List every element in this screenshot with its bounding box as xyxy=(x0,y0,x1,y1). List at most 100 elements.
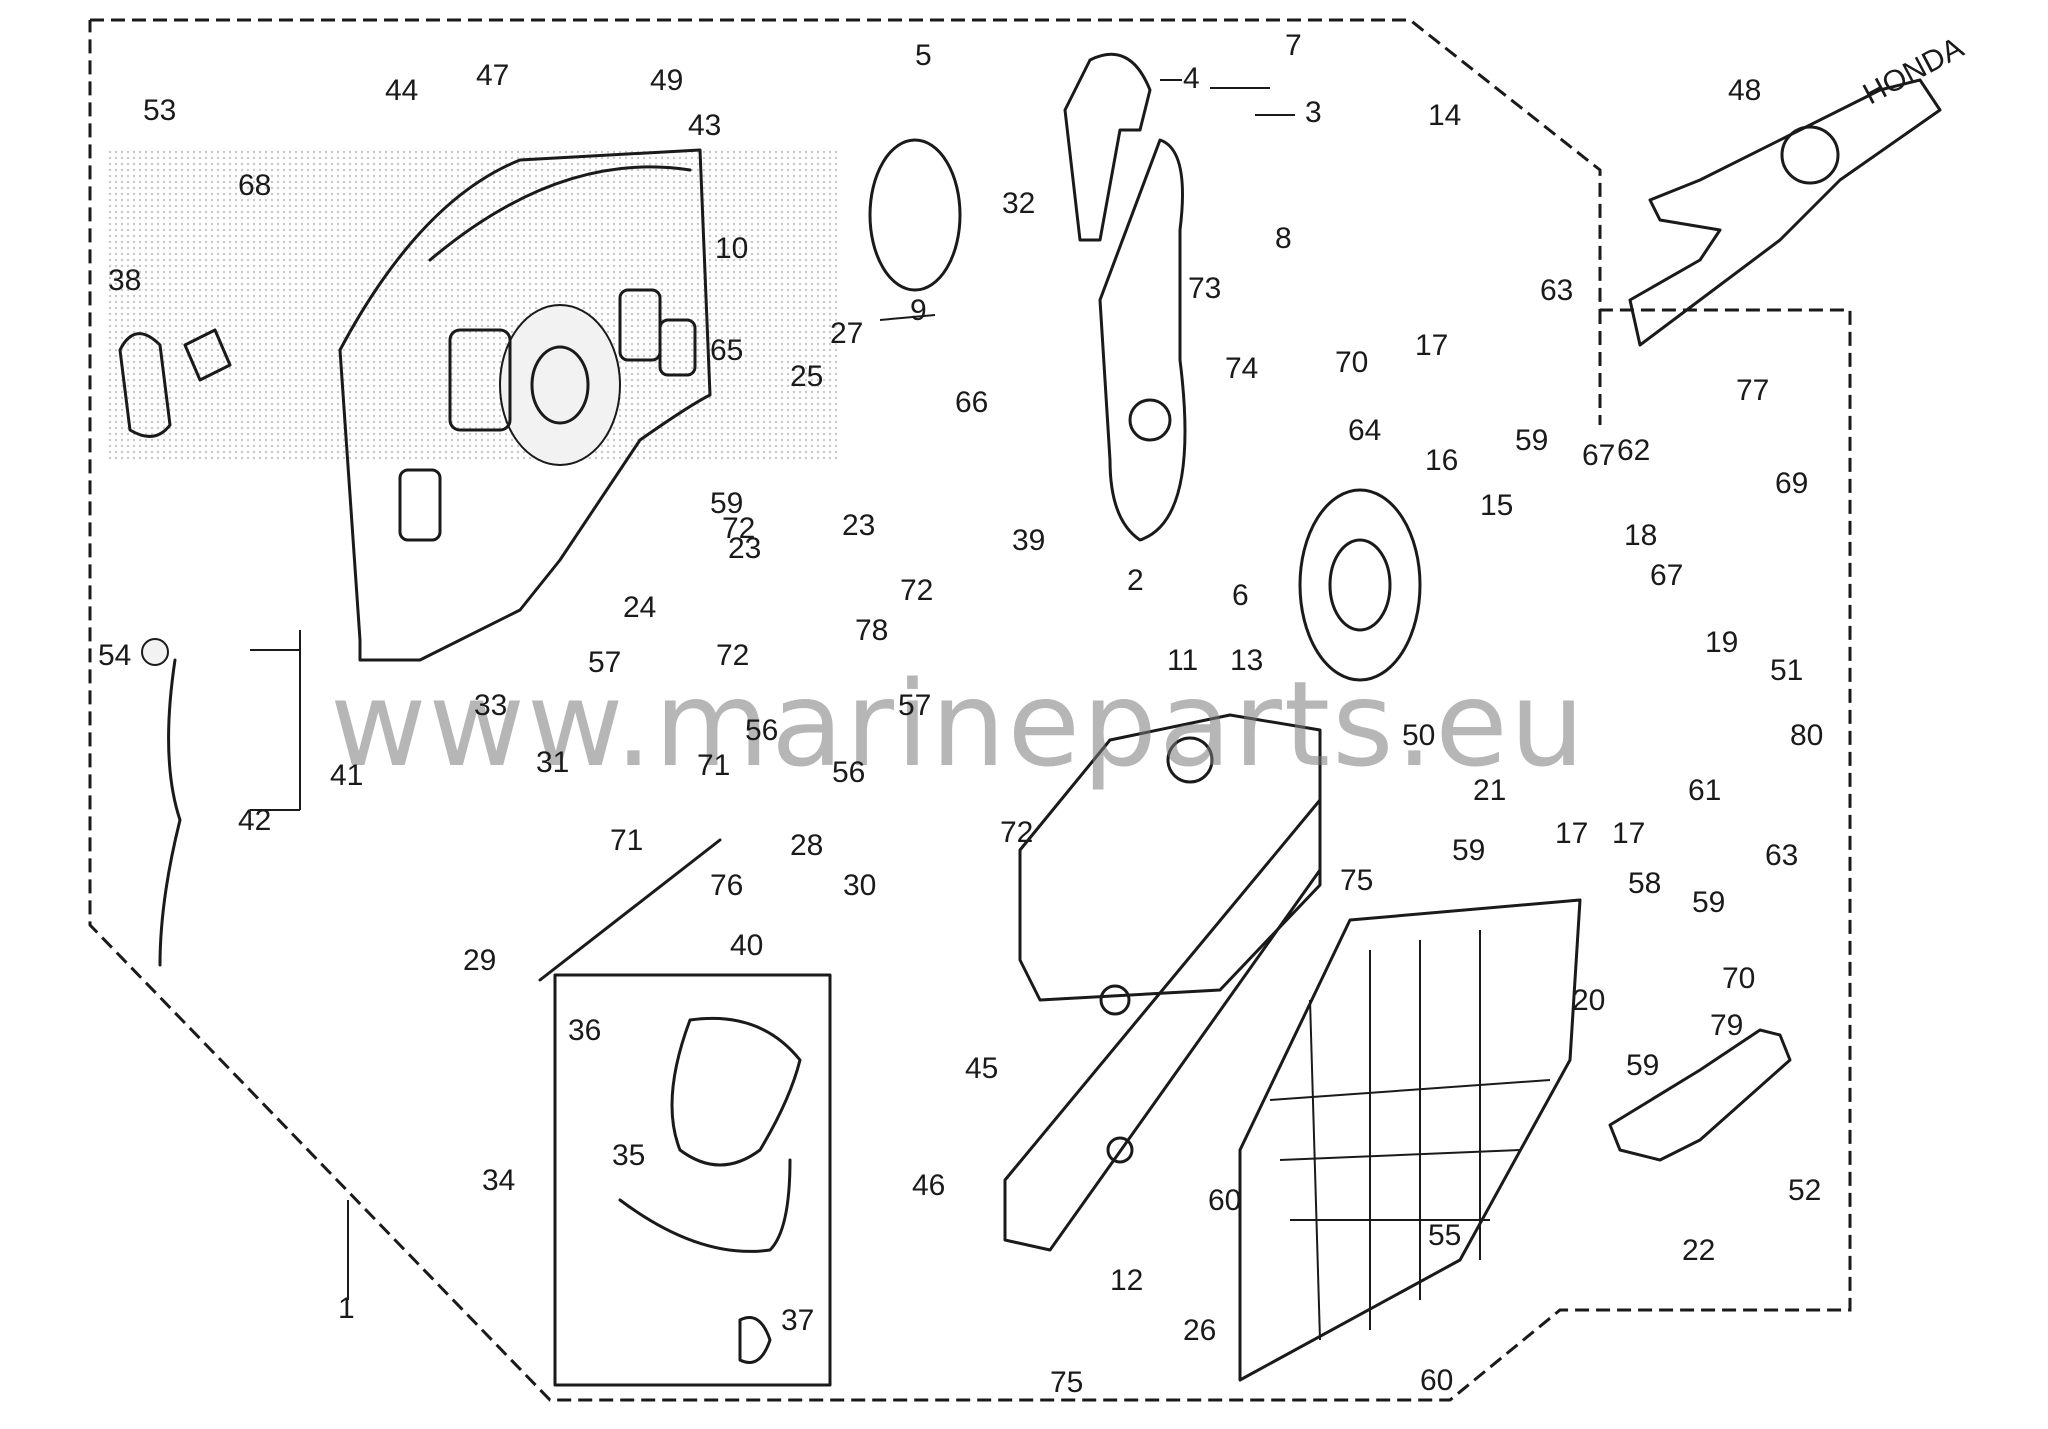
part-label: 58 xyxy=(1628,867,1661,900)
part-label: 72 xyxy=(716,639,749,672)
assembly-boundary xyxy=(88,18,1852,1402)
part-label: 72 xyxy=(722,512,755,545)
part-label: 71 xyxy=(697,749,730,782)
part-label: 74 xyxy=(1225,352,1258,385)
part-label: 59 xyxy=(1452,834,1485,867)
part-label: 75 xyxy=(1340,864,1373,897)
part-label: 37 xyxy=(781,1304,814,1337)
part-label: 12 xyxy=(1110,1264,1143,1297)
part-label: 80 xyxy=(1790,719,1823,752)
stipple-texture xyxy=(105,150,840,460)
part-label: 69 xyxy=(1775,467,1808,500)
part-label: 52 xyxy=(1788,1174,1821,1207)
part-label: 23 xyxy=(728,532,761,565)
part-label: 14 xyxy=(1428,99,1461,132)
part-label: 75 xyxy=(1050,1366,1083,1399)
part-label: 36 xyxy=(568,1014,601,1047)
part-label: 32 xyxy=(1002,187,1035,220)
harness-subassembly-box xyxy=(553,973,832,1387)
part-labels: 1 2 3 4 5 6 7 8 9 10 11 12 13 14 15 16 1… xyxy=(98,29,1823,1399)
part-label: 40 xyxy=(730,929,763,962)
part-label: 18 xyxy=(1624,519,1657,552)
part-label: 28 xyxy=(790,829,823,862)
hub-bracket xyxy=(1298,488,1422,682)
lever-arm xyxy=(1063,52,1152,242)
part-label: 64 xyxy=(1348,414,1381,447)
part-label: 73 xyxy=(1188,272,1221,305)
part-label: 1 xyxy=(338,1292,355,1325)
part-label: 23 xyxy=(842,509,875,542)
part-label: 13 xyxy=(1230,644,1263,677)
part-label: 59 xyxy=(1515,424,1548,457)
part-label: 60 xyxy=(1208,1184,1241,1217)
part-label: 30 xyxy=(843,869,876,902)
shaft-rod xyxy=(538,838,722,982)
part-label: 46 xyxy=(912,1169,945,1202)
part-label: 71 xyxy=(610,824,643,857)
part-label: 67 xyxy=(1582,439,1615,472)
part-label: 21 xyxy=(1473,774,1506,807)
part-label: 41 xyxy=(330,759,363,792)
brand-mark: HONDA xyxy=(1858,31,1969,111)
part-label: 35 xyxy=(612,1139,645,1172)
leader-lines xyxy=(250,79,1295,1300)
part-label: 4 xyxy=(1183,62,1200,95)
key-switch xyxy=(118,328,232,438)
grille-panel xyxy=(1238,898,1582,1382)
part-label: 24 xyxy=(623,591,656,624)
part-label: 70 xyxy=(1335,346,1368,379)
part-label: 38 xyxy=(108,264,141,297)
part-label: 8 xyxy=(1275,222,1292,255)
part-label: 2 xyxy=(1127,564,1144,597)
part-label: 19 xyxy=(1705,626,1738,659)
part-label: 7 xyxy=(1285,29,1302,62)
part-label: 34 xyxy=(482,1164,515,1197)
wiring-harness xyxy=(618,1016,802,1364)
throttle-lever xyxy=(1098,138,1187,542)
part-label: 59 xyxy=(710,487,743,520)
part-label: 57 xyxy=(588,646,621,679)
part-label: 56 xyxy=(745,714,778,747)
part-label: 31 xyxy=(536,746,569,779)
part-label: 9 xyxy=(910,294,927,327)
part-label: 67 xyxy=(1650,559,1683,592)
watermark: www.marineparts.eu xyxy=(330,655,1587,793)
part-label: 33 xyxy=(474,689,507,722)
part-label: 78 xyxy=(855,614,888,647)
part-label: 45 xyxy=(965,1052,998,1085)
part-label: 68 xyxy=(238,169,271,202)
part-label: 3 xyxy=(1305,96,1322,129)
part-label: 53 xyxy=(143,94,176,127)
control-box-housing xyxy=(338,148,712,662)
part-label: 56 xyxy=(832,756,865,789)
part-label: 25 xyxy=(790,360,823,393)
part-label: 16 xyxy=(1425,444,1458,477)
part-label: 6 xyxy=(1232,579,1249,612)
part-label: 79 xyxy=(1710,1009,1743,1042)
part-label: 76 xyxy=(710,869,743,902)
part-label: 42 xyxy=(238,804,271,837)
part-label: 55 xyxy=(1428,1219,1461,1252)
part-label: 54 xyxy=(98,639,131,672)
part-label: 61 xyxy=(1688,774,1721,807)
part-label: 17 xyxy=(1415,329,1448,362)
part-label: 49 xyxy=(650,64,683,97)
part-label: 57 xyxy=(898,689,931,722)
ring-seal xyxy=(868,138,962,292)
part-label: 72 xyxy=(900,574,933,607)
part-label: 27 xyxy=(830,317,863,350)
part-label: 48 xyxy=(1728,74,1761,107)
part-label: 59 xyxy=(1692,886,1725,919)
part-label: 26 xyxy=(1183,1314,1216,1347)
part-label: 15 xyxy=(1480,489,1513,522)
part-label: 5 xyxy=(915,39,932,72)
part-label: 11 xyxy=(1167,644,1198,677)
part-label: 43 xyxy=(688,109,721,142)
part-label: 72 xyxy=(1000,816,1033,849)
part-label: 22 xyxy=(1682,1234,1715,1267)
part-label: 17 xyxy=(1612,817,1645,850)
part-label: 59 xyxy=(1626,1049,1659,1082)
part-label: 20 xyxy=(1572,984,1605,1017)
part-label: 63 xyxy=(1765,839,1798,872)
